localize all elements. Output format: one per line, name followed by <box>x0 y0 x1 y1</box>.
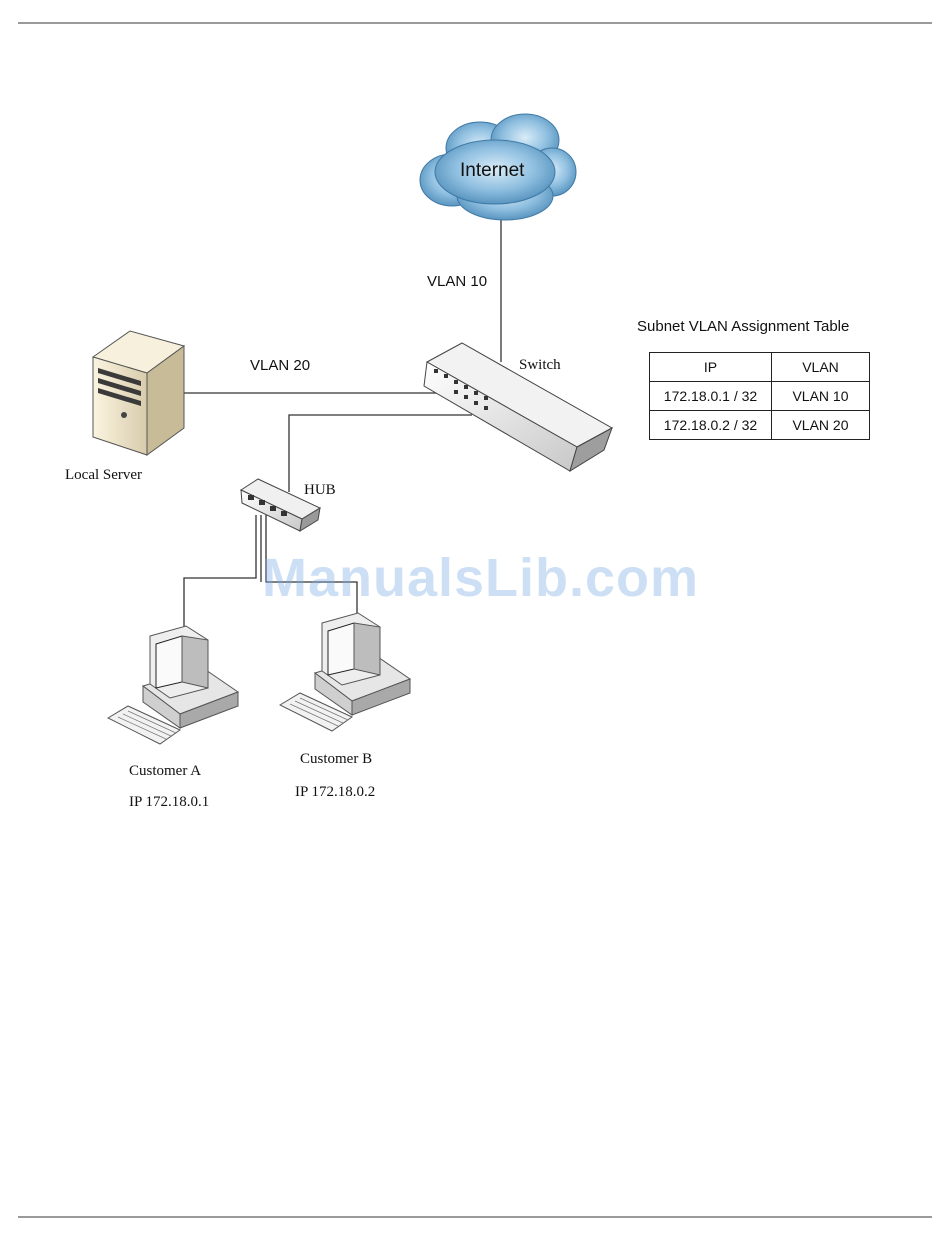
table-row: 172.18.0.1 / 32 VLAN 10 <box>650 382 870 411</box>
customer-b-ip: IP 172.18.0.2 <box>295 784 375 801</box>
vlan20-label: VLAN 20 <box>250 357 310 374</box>
vlan-assignment-table: IP VLAN 172.18.0.1 / 32 VLAN 10 172.18.0… <box>649 352 870 440</box>
computer-icon <box>108 626 238 744</box>
computer-icon <box>280 613 410 731</box>
table-row: 172.18.0.2 / 32 VLAN 20 <box>650 411 870 440</box>
table-cell-vlan: VLAN 10 <box>772 382 870 411</box>
table-cell-ip: 172.18.0.2 / 32 <box>650 411 772 440</box>
table-header-vlan: VLAN <box>772 353 870 382</box>
table-cell-ip: 172.18.0.1 / 32 <box>650 382 772 411</box>
internet-label: Internet <box>460 160 524 182</box>
customer-a-label: Customer A <box>129 763 201 780</box>
customer-b-label: Customer B <box>300 751 372 768</box>
local-server-label: Local Server <box>65 467 142 484</box>
table-header-ip: IP <box>650 353 772 382</box>
switch-label: Switch <box>519 357 561 374</box>
server-icon <box>93 331 184 455</box>
table-cell-vlan: VLAN 20 <box>772 411 870 440</box>
hub-label: HUB <box>304 482 336 499</box>
vlan10-label: VLAN 10 <box>427 273 487 290</box>
customer-a-ip: IP 172.18.0.1 <box>129 794 209 811</box>
watermark: ManualsLib.com <box>262 547 699 609</box>
table-title: Subnet VLAN Assignment Table <box>637 318 849 335</box>
hub-customer-a-link <box>184 515 256 632</box>
switch-icon <box>424 343 612 471</box>
hub-switch-link <box>289 415 472 492</box>
table-header-row: IP VLAN <box>650 353 870 382</box>
